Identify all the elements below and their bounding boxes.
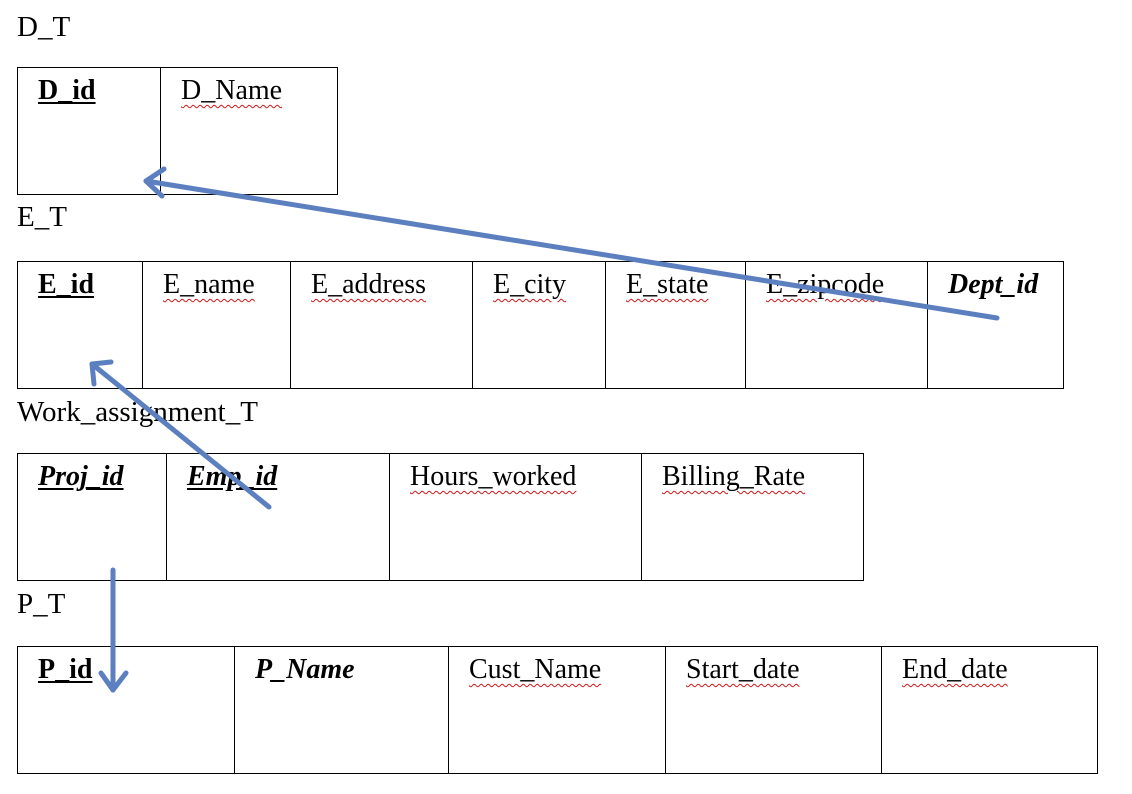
relation-table-p-t: P_id P_Name Cust_Name Start_date End_dat…: [17, 646, 1098, 774]
column-e-id: E_id: [17, 261, 143, 389]
column-d-id: D_id: [17, 67, 161, 195]
column-e-zipcode: E_zipcode: [745, 261, 928, 389]
column-start-date: Start_date: [665, 646, 882, 774]
column-end-date: End_date: [881, 646, 1098, 774]
table-name-e-t: E_T: [17, 201, 67, 233]
table-name-p-t: P_T: [17, 588, 66, 620]
column-billing-rate: Billing_Rate: [641, 453, 864, 581]
column-dept-id: Dept_id: [927, 261, 1064, 389]
column-proj-id: Proj_id: [17, 453, 167, 581]
table-row: D_id D_Name: [17, 67, 338, 195]
column-emp-id: Emp_id: [166, 453, 390, 581]
table-row: Proj_id Emp_id Hours_worked Billing_Rate: [17, 453, 864, 581]
column-d-name: D_Name: [160, 67, 338, 195]
column-e-address: E_address: [290, 261, 473, 389]
relation-table-e-t: E_id E_name E_address E_city E_state E_z…: [17, 261, 1064, 389]
column-e-state: E_state: [605, 261, 746, 389]
table-row: P_id P_Name Cust_Name Start_date End_dat…: [17, 646, 1098, 774]
column-e-city: E_city: [472, 261, 606, 389]
column-p-name: P_Name: [234, 646, 449, 774]
relation-table-work-assignment-t: Proj_id Emp_id Hours_worked Billing_Rate: [17, 453, 864, 581]
column-hours-worked: Hours_worked: [389, 453, 642, 581]
relation-table-d-t: D_id D_Name: [17, 67, 338, 195]
table-row: E_id E_name E_address E_city E_state E_z…: [17, 261, 1064, 389]
table-name-d-t: D_T: [17, 11, 71, 43]
column-cust-name: Cust_Name: [448, 646, 666, 774]
table-name-work-assignment-t: Work_assignment_T: [17, 396, 258, 428]
column-p-id: P_id: [17, 646, 235, 774]
column-e-name: E_name: [142, 261, 291, 389]
